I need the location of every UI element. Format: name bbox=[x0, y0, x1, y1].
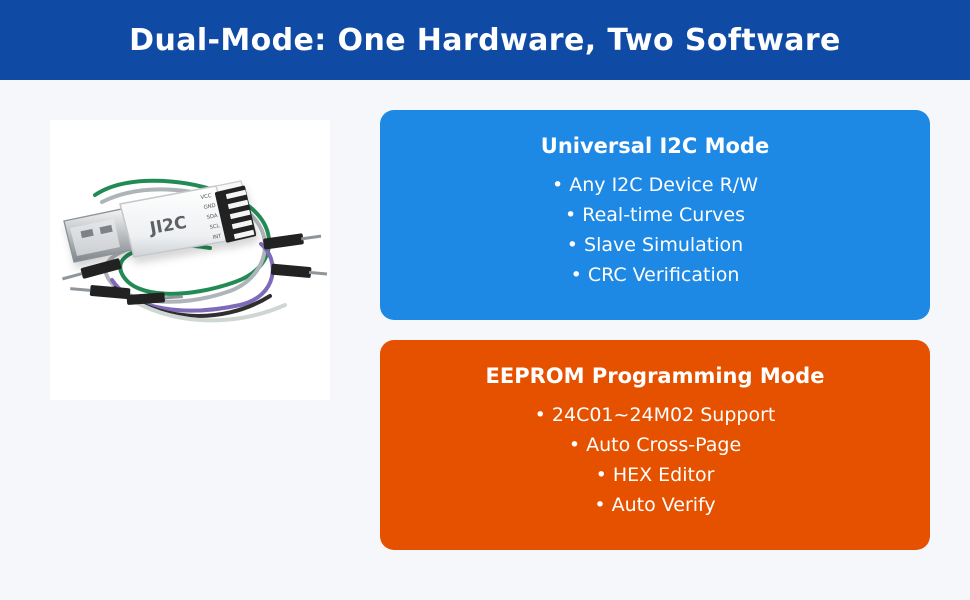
pin-label: SDA bbox=[206, 213, 218, 221]
feature-list: • Any I2C Device R/W • Real-time Curves … bbox=[380, 170, 930, 290]
page-title: Dual-Mode: One Hardware, Two Software bbox=[129, 22, 841, 58]
feature-item: • Real-time Curves bbox=[565, 204, 745, 226]
feature-item: • Slave Simulation bbox=[566, 234, 744, 256]
product-image: JI2C VCC GND SDA SCL INT bbox=[50, 120, 330, 400]
product-background bbox=[50, 120, 330, 400]
jumper-connectors bbox=[62, 233, 328, 305]
usb-i2c-adapter-icon: JI2C VCC GND SDA SCL INT bbox=[50, 120, 330, 400]
feature-item: • HEX Editor bbox=[595, 464, 715, 486]
feature-list: • 24C01~24M02 Support • Auto Cross-Page … bbox=[380, 400, 930, 520]
title-banner: Dual-Mode: One Hardware, Two Software bbox=[0, 0, 970, 80]
feature-item: • Auto Verify bbox=[594, 494, 716, 516]
eeprom-programming-mode-card: EEPROM Programming Mode • 24C01~24M02 Su… bbox=[380, 340, 930, 550]
pin-label-group: VCC GND SDA SCL INT bbox=[200, 193, 222, 241]
usb-adapter: JI2C VCC GND SDA SCL INT bbox=[63, 180, 257, 263]
universal-i2c-mode-card: Universal I2C Mode • Any I2C Device R/W … bbox=[380, 110, 930, 320]
feature-item: • Any I2C Device R/W bbox=[552, 174, 758, 196]
pin-label: GND bbox=[203, 203, 216, 211]
mode-title: EEPROM Programming Mode bbox=[485, 364, 825, 388]
header-pins bbox=[214, 185, 257, 243]
feature-item: • 24C01~24M02 Support bbox=[534, 404, 776, 426]
feature-item: • CRC Verification bbox=[570, 264, 740, 286]
pin-label: VCC bbox=[200, 193, 212, 201]
feature-item: • Auto Cross-Page bbox=[568, 434, 742, 456]
pin-label: INT bbox=[212, 233, 222, 241]
mode-title: Universal I2C Mode bbox=[540, 134, 770, 158]
pin-label: SCL bbox=[209, 223, 220, 231]
